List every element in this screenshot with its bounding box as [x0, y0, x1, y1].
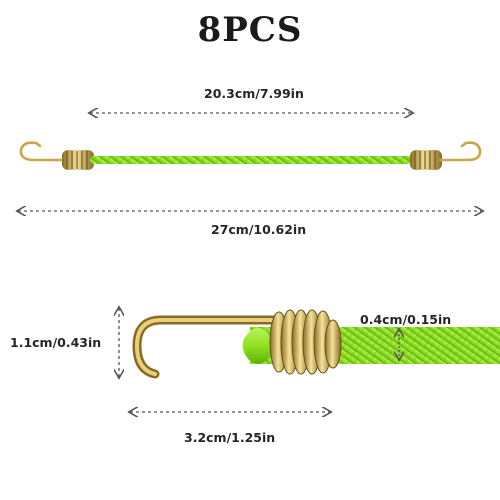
hook-to-hook-length-label: 20.3cm/7.99in [204, 86, 304, 101]
quantity-title: 8PCS [197, 10, 303, 50]
hook-length-label: 3.2cm/1.25in [184, 430, 276, 445]
left-hook-icon [19, 141, 68, 162]
total-length-label: 27cm/10.62in [211, 222, 307, 237]
cord-diameter-label: 0.4cm/0.15in [360, 312, 452, 327]
left-coil-icon [62, 150, 94, 170]
coil-closeup-icon [269, 309, 342, 375]
right-coil-icon [410, 150, 442, 170]
hook-height-label: 1.1cm/0.43in [10, 335, 102, 350]
hook-closeup-icon [132, 315, 287, 379]
elastic-cord [90, 156, 416, 164]
right-hook-icon [438, 141, 482, 162]
